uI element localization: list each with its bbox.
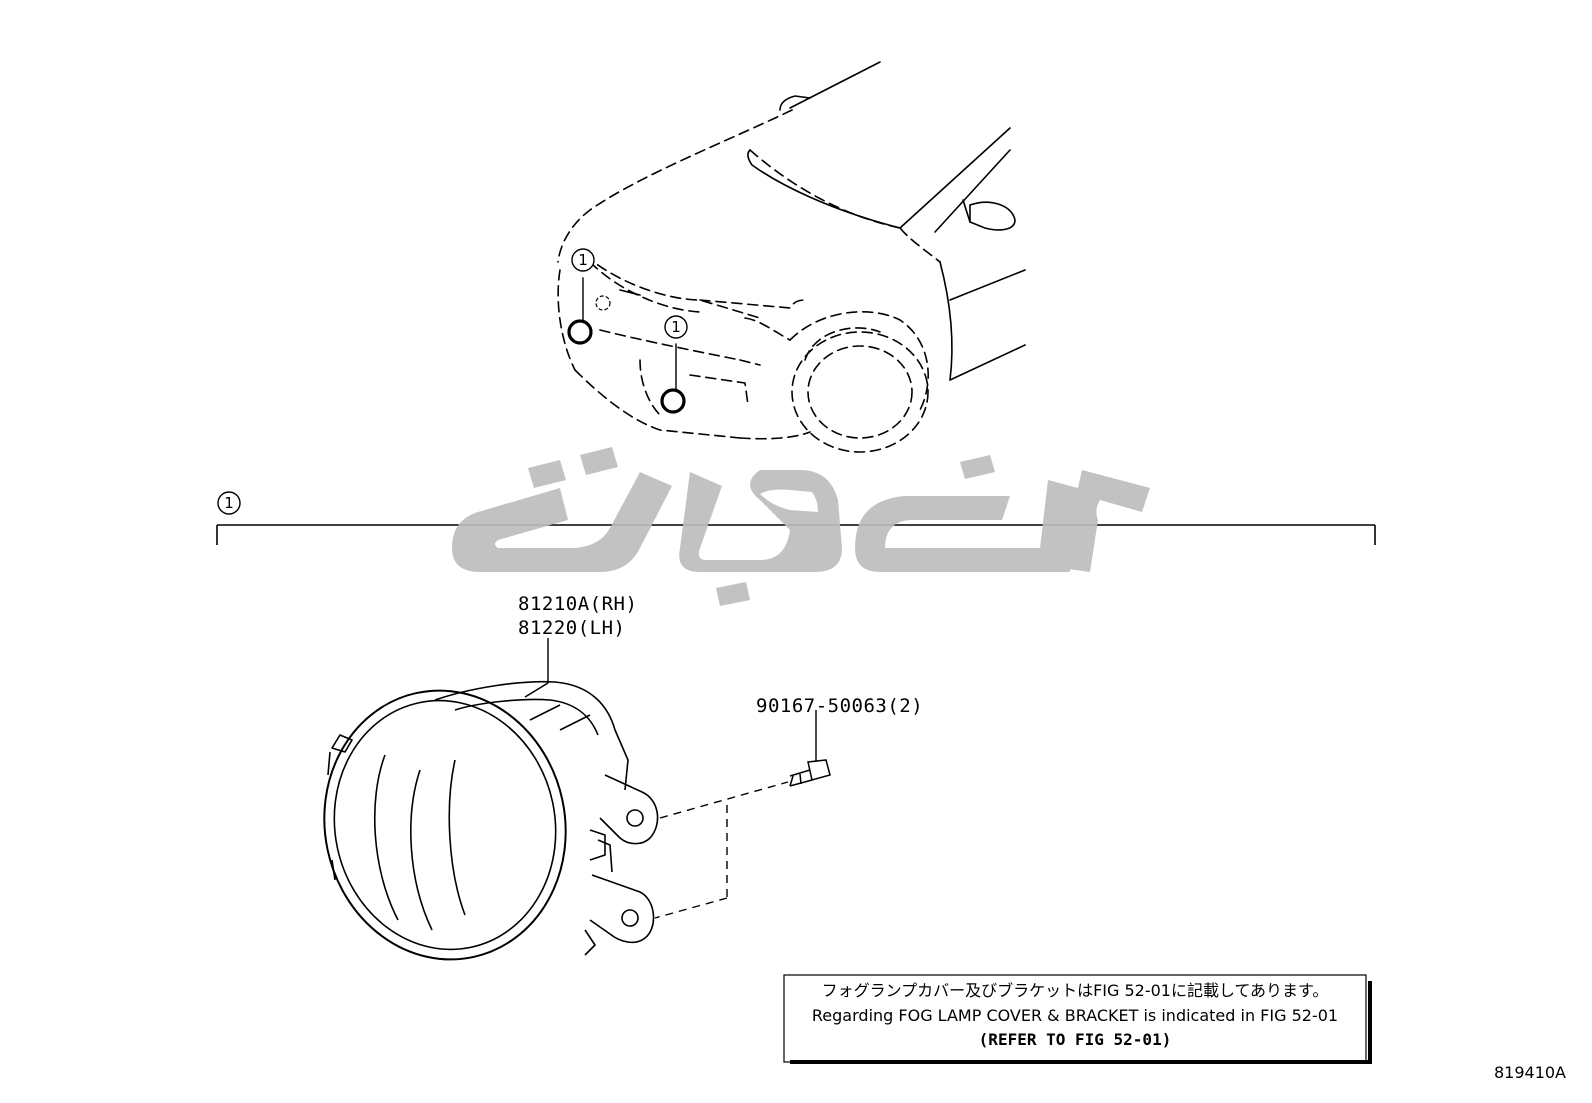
- section-callout: 1: [217, 491, 241, 515]
- part-label-fog-lamp-rh: 81210A(RH): [518, 593, 637, 615]
- note-line-english: Regarding FOG LAMP COVER & BRACKET is in…: [812, 1006, 1338, 1025]
- part-label-screw: 90167-50063(2): [756, 695, 923, 717]
- svg-text:1: 1: [224, 494, 234, 512]
- part-label-fog-lamp-lh: 81220(LH): [518, 617, 625, 639]
- figure-code: 819410A: [1494, 1063, 1566, 1082]
- note-line-reference: (REFER TO FIG 52-01): [979, 1030, 1172, 1049]
- svg-text:1: 1: [671, 318, 681, 336]
- fog-lamp-assembly: [323, 638, 659, 961]
- watermark-logo: [452, 447, 1150, 606]
- note-box: フォグランプカバー及びブラケットはFIG 52-01に記載してあります。 Reg…: [783, 974, 1372, 1064]
- car-front-illustration: [557, 61, 1026, 453]
- svg-text:1: 1: [578, 251, 588, 269]
- car-callout-1: 1: [571, 248, 595, 272]
- car-callout-2: 1: [664, 315, 688, 339]
- assembly-guide-lines: [654, 781, 789, 919]
- screw-part: [789, 710, 831, 787]
- note-line-japanese: フォグランプカバー及びブラケットはFIG 52-01に記載してあります。: [822, 981, 1329, 1000]
